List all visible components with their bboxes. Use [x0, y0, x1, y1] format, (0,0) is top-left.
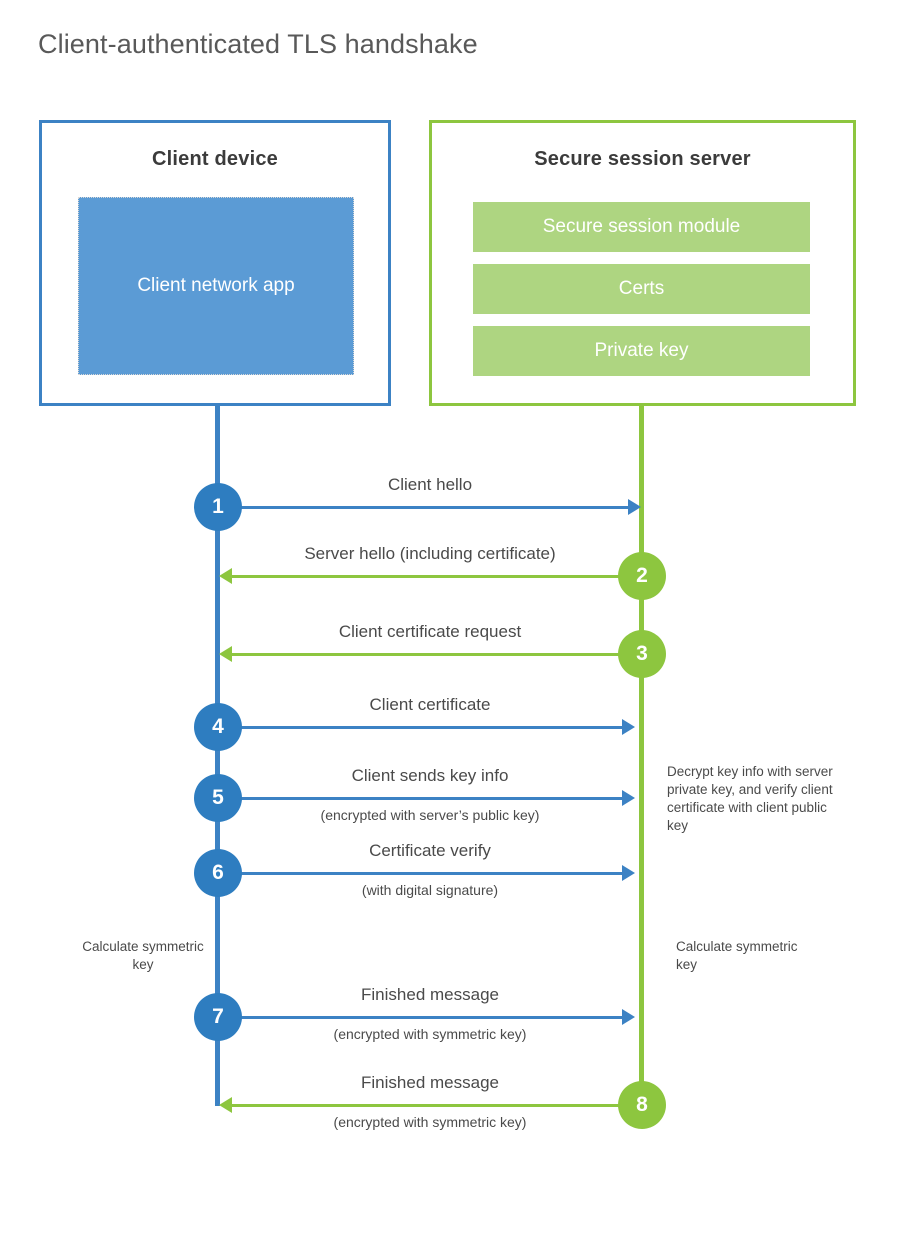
message-6-line [218, 872, 622, 875]
step-badge-2: 2 [618, 552, 666, 600]
step-badge-8: 8 [618, 1081, 666, 1129]
client-lifeline [215, 406, 220, 1106]
message-7-label: Finished message [361, 985, 499, 1004]
message-1-line [218, 506, 628, 509]
step-badge-6: 6 [194, 849, 242, 897]
page-title: Client-authenticated TLS handshake [38, 29, 478, 59]
message-2-label: Server hello (including certificate) [304, 544, 556, 563]
message-2-line [232, 575, 642, 578]
message-8-arrowhead [219, 1097, 232, 1113]
message-2-arrowhead [219, 568, 232, 584]
step-badge-3: 3 [618, 630, 666, 678]
server-module-secure-session-module: Secure session module [473, 202, 810, 252]
message-5-arrowhead [622, 790, 635, 806]
message-6-sublabel: (with digital signature) [361, 882, 499, 898]
message-7-sublabel: (encrypted with symmetric key) [333, 1026, 527, 1042]
message-8-line [232, 1104, 642, 1107]
message-8-sublabel: (encrypted with symmetric key) [333, 1114, 527, 1130]
message-1-arrowhead [628, 499, 641, 515]
step-badge-5: 5 [194, 774, 242, 822]
step-badge-4: 4 [194, 703, 242, 751]
message-5-sublabel: (encrypted with server’s public key) [320, 807, 540, 823]
server-lifeline [639, 406, 644, 1106]
secure-session-server-title: Secure session server [534, 148, 751, 170]
note-server-decrypt-verify: Decrypt key info with server private key… [667, 764, 833, 833]
message-1-label: Client hello [387, 475, 473, 494]
step-badge-1: 1 [194, 483, 242, 531]
client-device-box: Client device Client network app [39, 120, 391, 406]
client-network-app-block: Client network app [78, 197, 354, 375]
message-5-line [218, 797, 622, 800]
server-module-private-key: Private key [473, 326, 810, 376]
step-badge-7: 7 [194, 993, 242, 1041]
message-8-label: Finished message [361, 1073, 499, 1092]
client-network-app-label: Client network app [137, 274, 295, 296]
message-7-line [218, 1016, 622, 1019]
secure-session-server-box: Secure session server Secure session mod… [429, 120, 856, 406]
note-client-calculate-symmetric-key: Calculate symmetric key [82, 939, 204, 972]
message-4-line [218, 726, 622, 729]
message-4-label: Client certificate [369, 695, 491, 714]
message-3-label: Client certificate request [338, 622, 522, 641]
message-4-arrowhead [622, 719, 635, 735]
message-7-arrowhead [622, 1009, 635, 1025]
message-6-arrowhead [622, 865, 635, 881]
message-5-label: Client sends key info [351, 766, 509, 785]
client-device-title: Client device [152, 148, 278, 170]
message-3-line [232, 653, 642, 656]
server-module-certs: Certs [473, 264, 810, 314]
message-6-label: Certificate verify [369, 841, 491, 860]
note-server-calculate-symmetric-key: Calculate symmetric key [676, 939, 798, 972]
message-3-arrowhead [219, 646, 232, 662]
